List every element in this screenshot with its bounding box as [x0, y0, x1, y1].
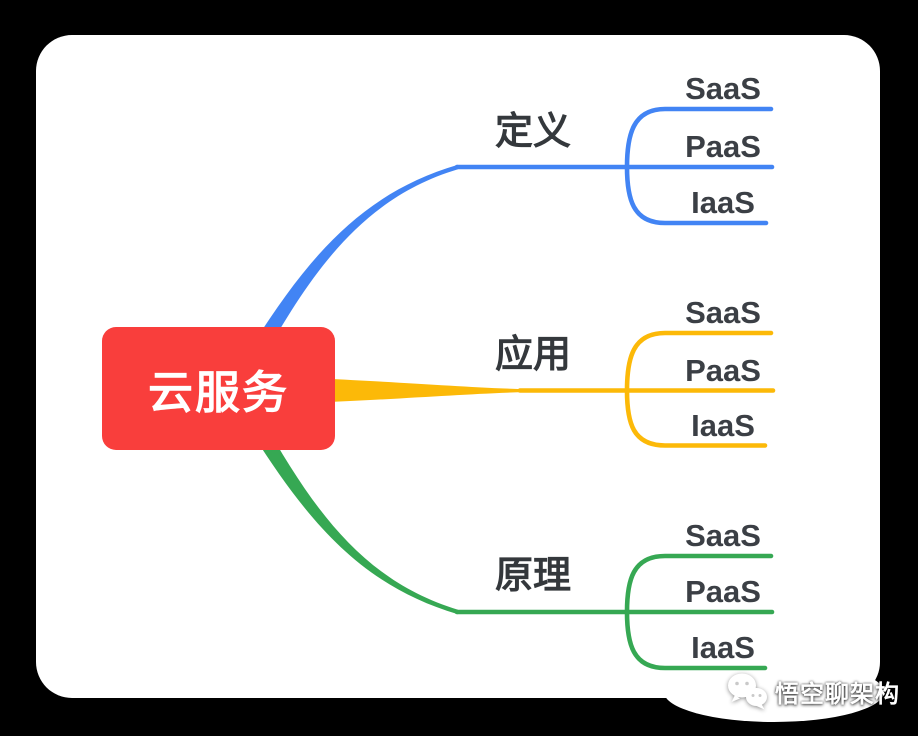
branch-application-child-iaas-line	[624, 388, 768, 448]
node-definition-iaas[interactable]: IaaS	[691, 185, 755, 220]
branch-definition-child-saas-line	[624, 106, 774, 170]
branch-application-child-saas-line	[624, 330, 774, 393]
root-node-label: 云服务	[147, 367, 289, 418]
watermark: 悟空聊架构	[726, 671, 900, 711]
node-principle-iaas[interactable]: IaaS	[691, 630, 755, 665]
branch-application-taper	[320, 378, 535, 403]
node-definition-paas[interactable]: PaaS	[685, 129, 761, 164]
node-application[interactable]: 应用	[494, 334, 571, 376]
branch-principle-child-iaas-line	[624, 609, 768, 671]
branch-principle-child-saas-line	[624, 553, 774, 615]
node-application-iaas[interactable]: IaaS	[691, 408, 755, 443]
watermark-text: 悟空聊架构	[775, 680, 900, 708]
node-application-saas[interactable]: SaaS	[685, 295, 761, 330]
node-principle-saas[interactable]: SaaS	[685, 518, 761, 553]
node-definition[interactable]: 定义	[494, 111, 571, 153]
node-definition-saas[interactable]: SaaS	[685, 71, 761, 106]
node-application-paas[interactable]: PaaS	[685, 353, 761, 388]
node-principle[interactable]: 原理	[494, 555, 571, 597]
root-node[interactable]: 云服务	[102, 327, 335, 450]
watermark-backdrop	[664, 662, 884, 722]
branch-definition-child-iaas-line	[624, 164, 769, 226]
wechat-logo-icon	[728, 673, 767, 710]
node-principle-paas[interactable]: PaaS	[685, 574, 761, 609]
